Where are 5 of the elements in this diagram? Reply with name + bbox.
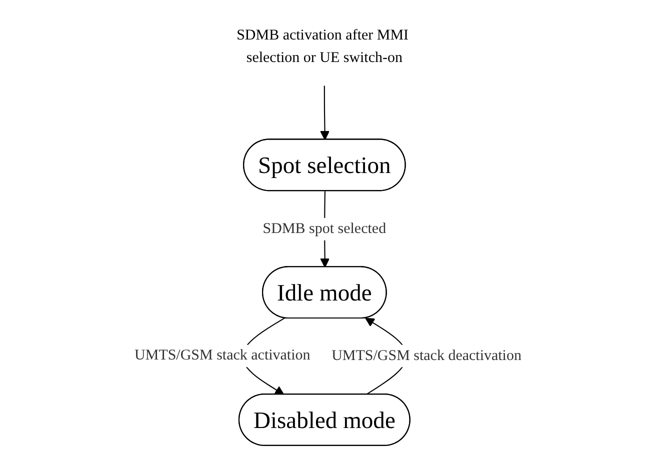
- edge-label: UMTS/GSM stack activation: [134, 348, 310, 364]
- arrow: [320, 86, 330, 140]
- edge-label: UMTS/GSM stack deactivation: [332, 348, 522, 364]
- edge-label: SDMB spot selected: [262, 221, 386, 238]
- node-text: SDMB activation after MMI selection or UE switch-on: [236, 28, 409, 66]
